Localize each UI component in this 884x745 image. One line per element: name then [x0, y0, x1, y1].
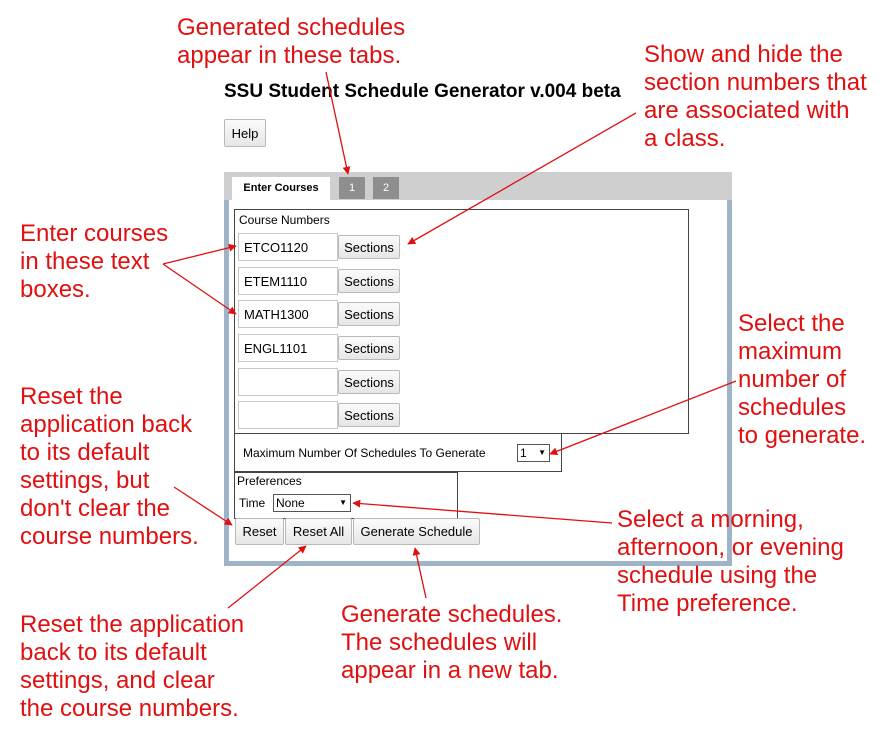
course-input-3[interactable] [238, 300, 338, 328]
sections-button-5[interactable]: Sections [338, 370, 400, 394]
annotation-sections: Show and hide the section numbers that a… [644, 41, 867, 152]
sections-button-2[interactable]: Sections [338, 269, 400, 293]
course-input-1[interactable] [238, 233, 338, 261]
arrow-to-sections [407, 112, 637, 245]
course-input-5[interactable] [238, 368, 338, 396]
annotation-tabs: Generated schedules appear in these tabs… [177, 14, 406, 69]
annotation-max-schedules: Select the maximum number of schedules t… [738, 310, 867, 449]
help-button[interactable]: Help [224, 119, 266, 147]
arrow-to-tabs [325, 71, 351, 175]
time-select[interactable]: None ▼ [273, 494, 351, 512]
time-label: Time [239, 496, 266, 510]
max-schedules-label: Maximum Number Of Schedules To Generate [243, 446, 486, 460]
preferences-legend: Preferences [237, 474, 302, 488]
sections-button-6[interactable]: Sections [338, 403, 400, 427]
arrow-to-course-input-1 [162, 243, 237, 265]
course-input-6[interactable] [238, 401, 338, 429]
tab-schedule-2[interactable]: 2 [373, 177, 399, 199]
sections-button-4[interactable]: Sections [338, 336, 400, 360]
app-title: SSU Student Schedule Generator v.004 bet… [224, 81, 621, 102]
max-schedules-select[interactable]: 1 ▼ [517, 444, 550, 462]
annotation-time: Select a morning, afternoon, or evening … [617, 506, 844, 617]
max-schedules-fieldset [234, 433, 562, 472]
arrow-to-generate [412, 547, 427, 599]
arrow-to-course-input-3 [162, 263, 237, 315]
course-numbers-legend: Course Numbers [239, 213, 330, 227]
reset-button[interactable]: Reset [235, 518, 284, 545]
arrow-to-time-select [352, 499, 613, 524]
sections-button-1[interactable]: Sections [338, 235, 400, 259]
annotation-generate: Generate schedules. The schedules will a… [341, 601, 563, 684]
annotation-reset-all: Reset the application back to its defaul… [20, 611, 245, 722]
chevron-down-icon: ▼ [538, 448, 546, 457]
reset-all-button[interactable]: Reset All [285, 518, 352, 545]
arrow-to-max-select [549, 380, 737, 456]
arrow-to-reset-all [227, 545, 307, 609]
sections-button-3[interactable]: Sections [338, 302, 400, 326]
max-schedules-value: 1 [520, 446, 527, 460]
time-value: None [276, 496, 305, 510]
generate-schedule-button[interactable]: Generate Schedule [353, 518, 480, 545]
course-input-2[interactable] [238, 267, 338, 295]
tab-enter-courses[interactable]: Enter Courses [232, 177, 330, 200]
annotation-reset: Reset the application back to its defaul… [20, 383, 199, 550]
course-input-4[interactable] [238, 334, 338, 362]
chevron-down-icon: ▼ [339, 498, 347, 507]
tab-schedule-1[interactable]: 1 [339, 177, 365, 199]
annotation-courses: Enter courses in these text boxes. [20, 220, 169, 303]
arrow-to-reset [173, 486, 233, 526]
